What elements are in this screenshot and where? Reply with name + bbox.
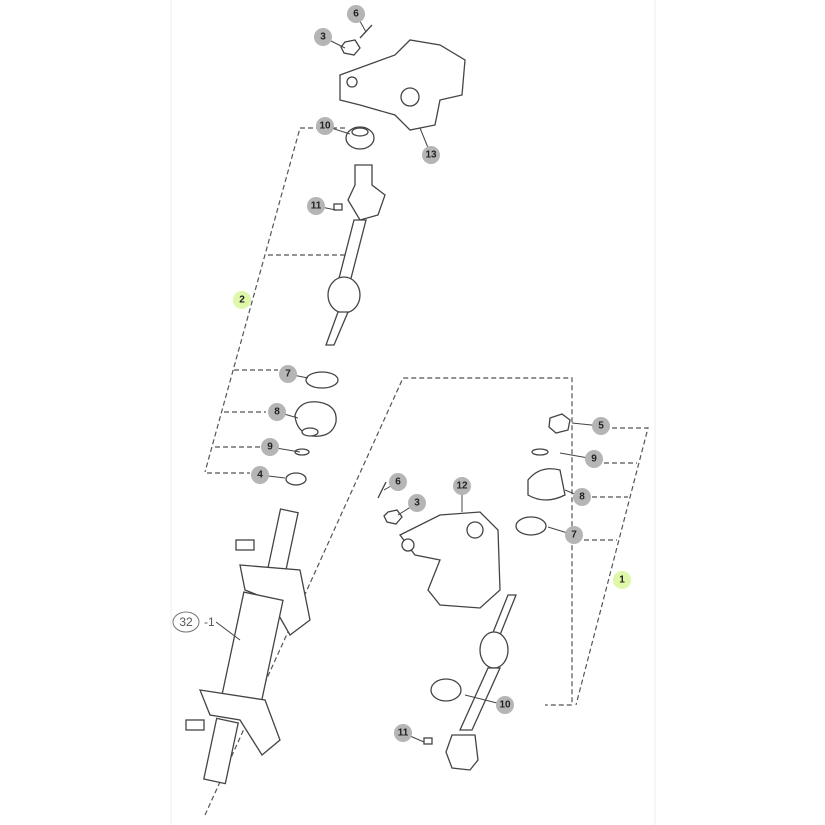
callout-6[interactable]: 6: [383, 473, 407, 491]
callout-circle: [279, 365, 297, 383]
callout-label: 8: [274, 407, 280, 418]
callout-label: 10: [319, 121, 331, 132]
callout-11[interactable]: 11: [394, 724, 425, 743]
boot-8-right: [527, 468, 566, 501]
callout-circle: [268, 403, 286, 421]
callout-8[interactable]: 8: [268, 403, 299, 421]
callout-11[interactable]: 11: [307, 197, 337, 215]
callout-circle: [347, 5, 365, 23]
callout-8[interactable]: 8: [564, 488, 591, 506]
callout-label: 10: [499, 700, 511, 711]
nut-3-bottom: [383, 509, 403, 525]
callout-label: 3: [414, 498, 420, 509]
callout-circle: [422, 146, 440, 164]
nipple-11-bottom: [423, 737, 433, 745]
callout-circle: [307, 197, 325, 215]
callout-circle: [261, 438, 279, 456]
callout-label: 9: [267, 442, 273, 453]
callout-circle: [453, 477, 471, 495]
callout-circle: [496, 696, 514, 714]
assembly-2-bracket: [204, 127, 345, 474]
callout-label: 7: [285, 369, 291, 380]
callout-circle: [565, 526, 583, 544]
callout-4[interactable]: 4: [251, 466, 286, 484]
assembly-label: 1: [619, 575, 625, 586]
steering-housing-32: [185, 508, 311, 785]
reference-suffix: -1: [204, 615, 215, 629]
callout-circle: [389, 473, 407, 491]
callout-10[interactable]: 10: [316, 117, 351, 135]
clip-9-right: [531, 448, 549, 456]
bracket-12: [399, 511, 501, 609]
callout-circle: [394, 724, 412, 742]
callout-label: 11: [398, 728, 409, 739]
callout-label: 5: [598, 421, 604, 432]
nipple-11-top: [333, 203, 343, 211]
pin-6-bottom: [377, 481, 387, 499]
callout-circle: [316, 117, 334, 135]
callout-circle: [408, 494, 426, 512]
callout-3[interactable]: 3: [397, 494, 426, 516]
callout-circle: [573, 488, 591, 506]
o-ring-7-right: [515, 516, 547, 536]
callout-circle: [251, 466, 269, 484]
callout-7[interactable]: 7: [279, 365, 309, 383]
assembly-circle: [613, 571, 631, 589]
ball-joint-10-bottom: [430, 678, 462, 702]
callout-6[interactable]: 6: [347, 5, 367, 33]
callout-label: 6: [353, 9, 359, 20]
callout-label: 7: [571, 530, 577, 541]
callout-5[interactable]: 5: [571, 417, 610, 435]
callout-label: 4: [257, 470, 263, 481]
tie-rod-assembly-2: [325, 164, 386, 346]
callout-label: 11: [311, 201, 322, 212]
callout-circle: [592, 417, 610, 435]
callout-12[interactable]: 12: [453, 477, 471, 512]
assembly-callout-2[interactable]: 2: [233, 291, 251, 309]
callout-10[interactable]: 10: [464, 694, 514, 714]
callout-label: 8: [579, 492, 585, 503]
callout-circle: [314, 28, 332, 46]
callout-9[interactable]: 9: [261, 438, 301, 456]
callout-label: 12: [456, 481, 468, 492]
clip-9-left: [294, 448, 310, 456]
callout-13[interactable]: 13: [419, 127, 440, 164]
ball-joint-10-top: [345, 126, 375, 150]
callout-label: 6: [395, 477, 401, 488]
assembly-1-bracket: [204, 377, 649, 816]
callout-label: 13: [425, 150, 437, 161]
boot-8-left: [294, 401, 337, 437]
assembly-label: 2: [239, 295, 245, 306]
callout-7[interactable]: 7: [547, 526, 583, 544]
callout-label: 9: [591, 454, 597, 465]
reference-32-1: 32 -1: [172, 611, 241, 641]
assembly-circle: [233, 291, 251, 309]
callout-label: 3: [320, 32, 326, 43]
nut-5: [548, 413, 571, 434]
bracket-13: [339, 39, 466, 131]
reference-number: 32: [179, 615, 193, 629]
nut-3-top: [340, 39, 361, 56]
callout-circle: [585, 450, 603, 468]
washer-4: [285, 472, 307, 486]
callout-9[interactable]: 9: [559, 450, 603, 468]
assembly-callout-1[interactable]: 1: [613, 571, 631, 589]
o-ring-7-left: [305, 371, 339, 389]
callout-3[interactable]: 3: [314, 28, 346, 49]
